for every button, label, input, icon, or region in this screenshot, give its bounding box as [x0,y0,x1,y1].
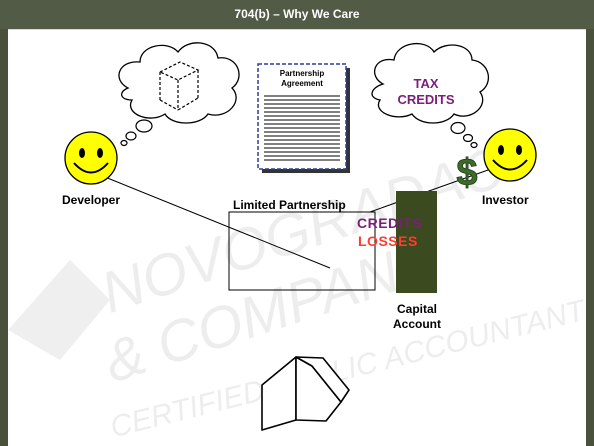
dashed-building-icon [158,61,200,111]
tax-credits-line2: CREDITS [397,92,454,107]
agreement-title-line1: Partnership [280,69,325,78]
capital-account-label-line2: Account [393,317,441,331]
tax-credits-line1: TAX [413,76,438,91]
limited-partnership-label: Limited Partnership [233,198,346,212]
developer-label: Developer [62,193,121,207]
investor-label: Investor [482,193,529,207]
capital-account-label-line1: Capital [396,302,437,316]
developer-smiley-icon [64,131,118,185]
losses-label: LOSSES [358,233,418,249]
partnership-agreement-document: Partnership Agreement [257,63,350,173]
developer-thought-cloud [118,42,240,147]
partnership-box [228,211,376,291]
developer-connector [99,174,331,269]
investor-thought-cloud: TAX CREDITS [371,42,490,149]
credits-label: CREDITS [357,215,422,231]
title-divider [8,29,586,30]
house-icon [261,356,350,431]
investor-smiley-icon [483,128,537,182]
slide-title: 704(b) – Why We Care [234,7,360,21]
watermark-emblem [8,260,110,360]
capital-account-bar [396,191,437,293]
dollar-sign-icon: $ [456,152,477,194]
agreement-text-lines [264,95,340,161]
title-bar: 704(b) – Why We Care [0,0,594,29]
agreement-title-line2: Agreement [281,79,323,88]
